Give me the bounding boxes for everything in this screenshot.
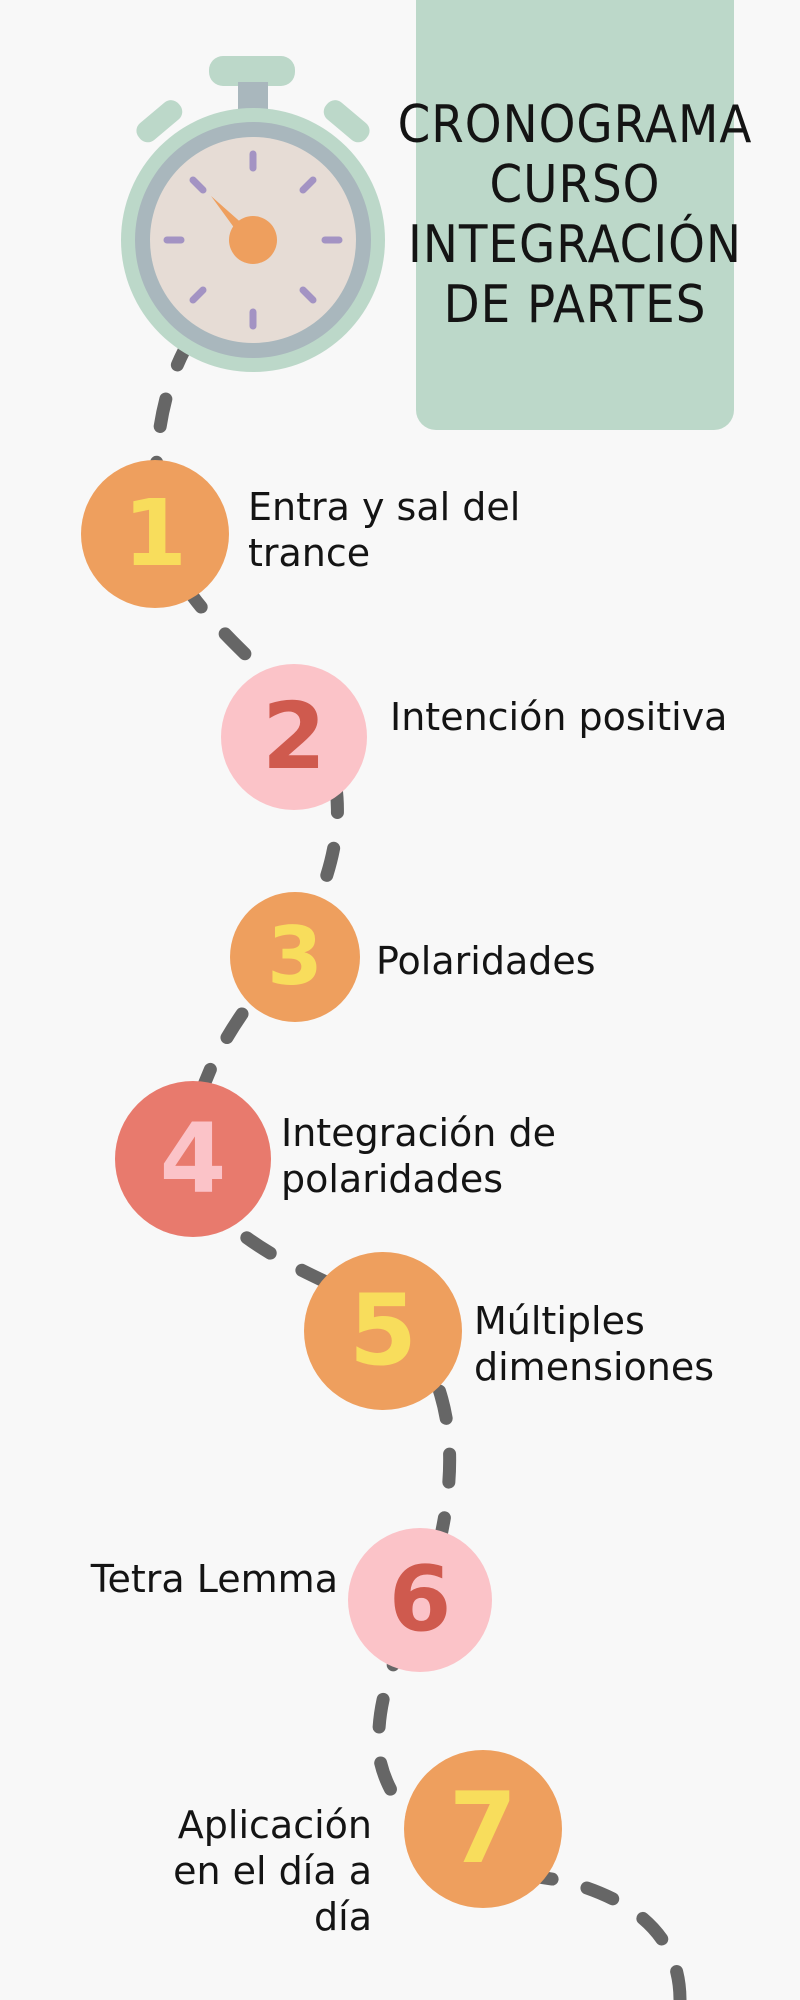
step-6-number: 6	[388, 1547, 452, 1652]
step-1-label: Entra y sal del trance	[248, 485, 521, 575]
step-5-number: 5	[348, 1274, 418, 1388]
step-2-label: Intención positiva	[390, 695, 728, 739]
step-6-badge: 6	[348, 1528, 492, 1672]
step-4-badge: 4	[115, 1081, 271, 1237]
step-7-label: Aplicación en el día a día	[173, 1803, 372, 1939]
stopwatch-icon	[121, 56, 385, 372]
step-1-number: 1	[122, 480, 187, 587]
step-5-label: Múltiples dimensiones	[474, 1299, 715, 1389]
step-2-number: 2	[261, 683, 326, 790]
step-4-number: 4	[159, 1103, 227, 1215]
step-3-number: 3	[267, 910, 323, 1003]
title-card: CRONOGRAMA CURSO INTEGRACIÓN DE PARTES	[398, 0, 751, 430]
step-3-label: Polaridades	[376, 939, 596, 983]
page-title: CRONOGRAMA CURSO INTEGRACIÓN DE PARTES	[397, 95, 753, 335]
step-2-badge: 2	[221, 664, 367, 810]
step-5-badge: 5	[304, 1252, 462, 1410]
step-4-label: Integración de polaridades	[281, 1111, 556, 1201]
step-7-number: 7	[448, 1772, 518, 1886]
step-1-badge: 1	[81, 460, 229, 608]
step-3-badge: 3	[230, 892, 360, 1022]
step-7-badge: 7	[404, 1750, 562, 1908]
step-6-label: Tetra Lemma	[90, 1557, 338, 1601]
